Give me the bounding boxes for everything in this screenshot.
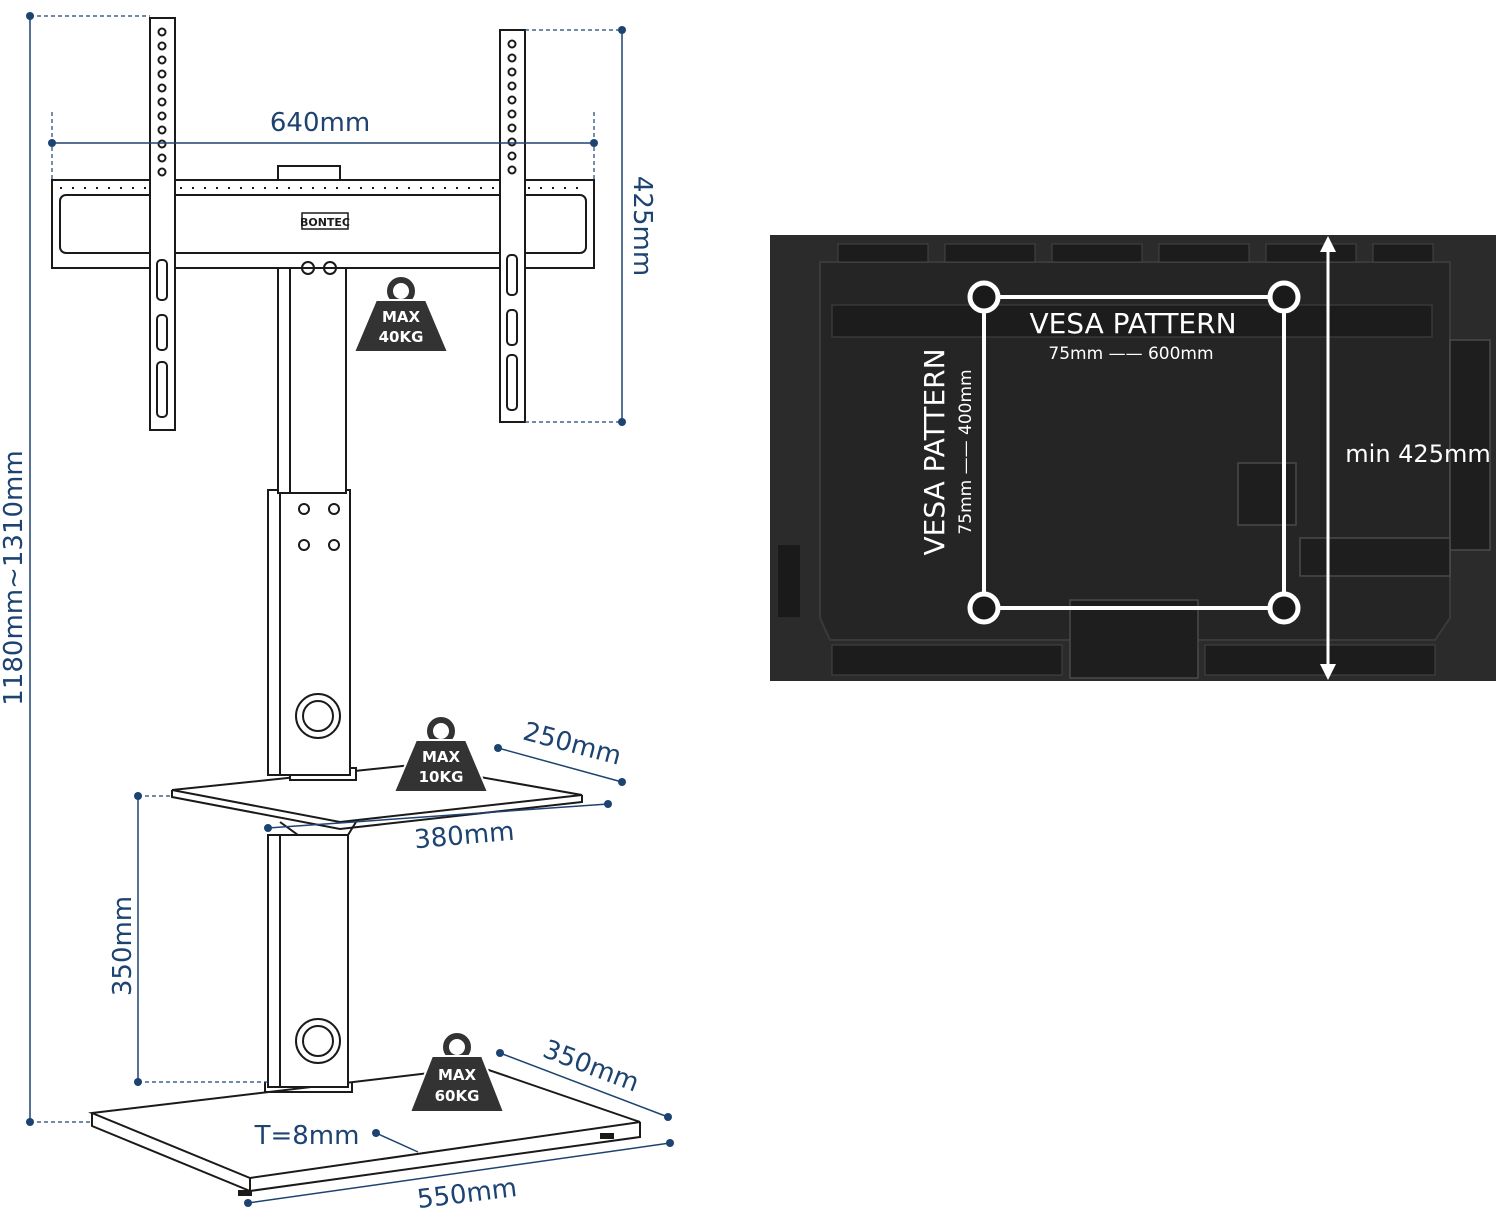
svg-text:60KG: 60KG xyxy=(435,1087,480,1105)
upper-column xyxy=(277,267,347,494)
label-base-depth: 350mm xyxy=(539,1035,643,1099)
svg-text:MAX: MAX xyxy=(438,1066,477,1084)
vesa-vertical-title: VESA PATTERN xyxy=(918,348,951,555)
io-panel xyxy=(1449,339,1491,551)
svg-text:40KG: 40KG xyxy=(379,328,424,346)
label-bracket-width: 640mm xyxy=(270,108,370,138)
base-plate xyxy=(88,1065,641,1196)
vesa-hole-bottom-right xyxy=(1267,591,1301,625)
arm-holes-left xyxy=(157,27,167,177)
svg-text:MAX: MAX xyxy=(382,308,421,326)
middle-shelf xyxy=(171,763,583,836)
label-shelf-width: 380mm xyxy=(413,817,516,856)
vesa-hole-bottom-left xyxy=(967,591,1001,625)
label-shelf-gap: 350mm xyxy=(108,896,138,996)
load-badge-bracket: MAX 40KG xyxy=(352,277,450,353)
middle-column xyxy=(267,489,351,776)
label-base-thickness: T=8mm xyxy=(254,1121,360,1151)
vesa-pattern-outline xyxy=(982,295,1286,610)
vent-top xyxy=(831,243,1436,676)
load-badge-base: MAX 60KG xyxy=(408,1033,506,1113)
lower-column xyxy=(264,834,353,1093)
label-shelf-depth: 250mm xyxy=(520,717,625,772)
vesa-hole-top-left xyxy=(967,280,1001,314)
stand-drawing: BONTEC xyxy=(51,17,641,1196)
vertical-arm-left xyxy=(149,17,176,431)
load-badge-shelf: MAX 10KG xyxy=(392,717,490,793)
tv-back-panel: VESA PATTERN 75mm —— 600mm VESA PATTERN … xyxy=(770,235,1496,681)
vesa-horizontal-range: 75mm —— 600mm xyxy=(1048,344,1213,364)
min-height-label: min 425mm xyxy=(1345,440,1490,468)
label-total-height: 1180mm~1310mm xyxy=(0,450,29,705)
label-bracket-height: 425mm xyxy=(627,176,657,276)
vesa-vertical-range: 75mm —— 400mm xyxy=(956,369,976,534)
vesa-hole-top-right xyxy=(1267,280,1301,314)
brand-label: BONTEC xyxy=(300,216,350,229)
label-base-width: 550mm xyxy=(415,1173,518,1213)
svg-text:MAX: MAX xyxy=(422,748,461,766)
arm-holes-right xyxy=(507,39,517,175)
vertical-arm-right xyxy=(499,29,526,423)
svg-text:10KG: 10KG xyxy=(419,768,464,786)
dimension-lines xyxy=(26,12,674,1207)
vesa-horizontal-title: VESA PATTERN xyxy=(1029,307,1236,340)
